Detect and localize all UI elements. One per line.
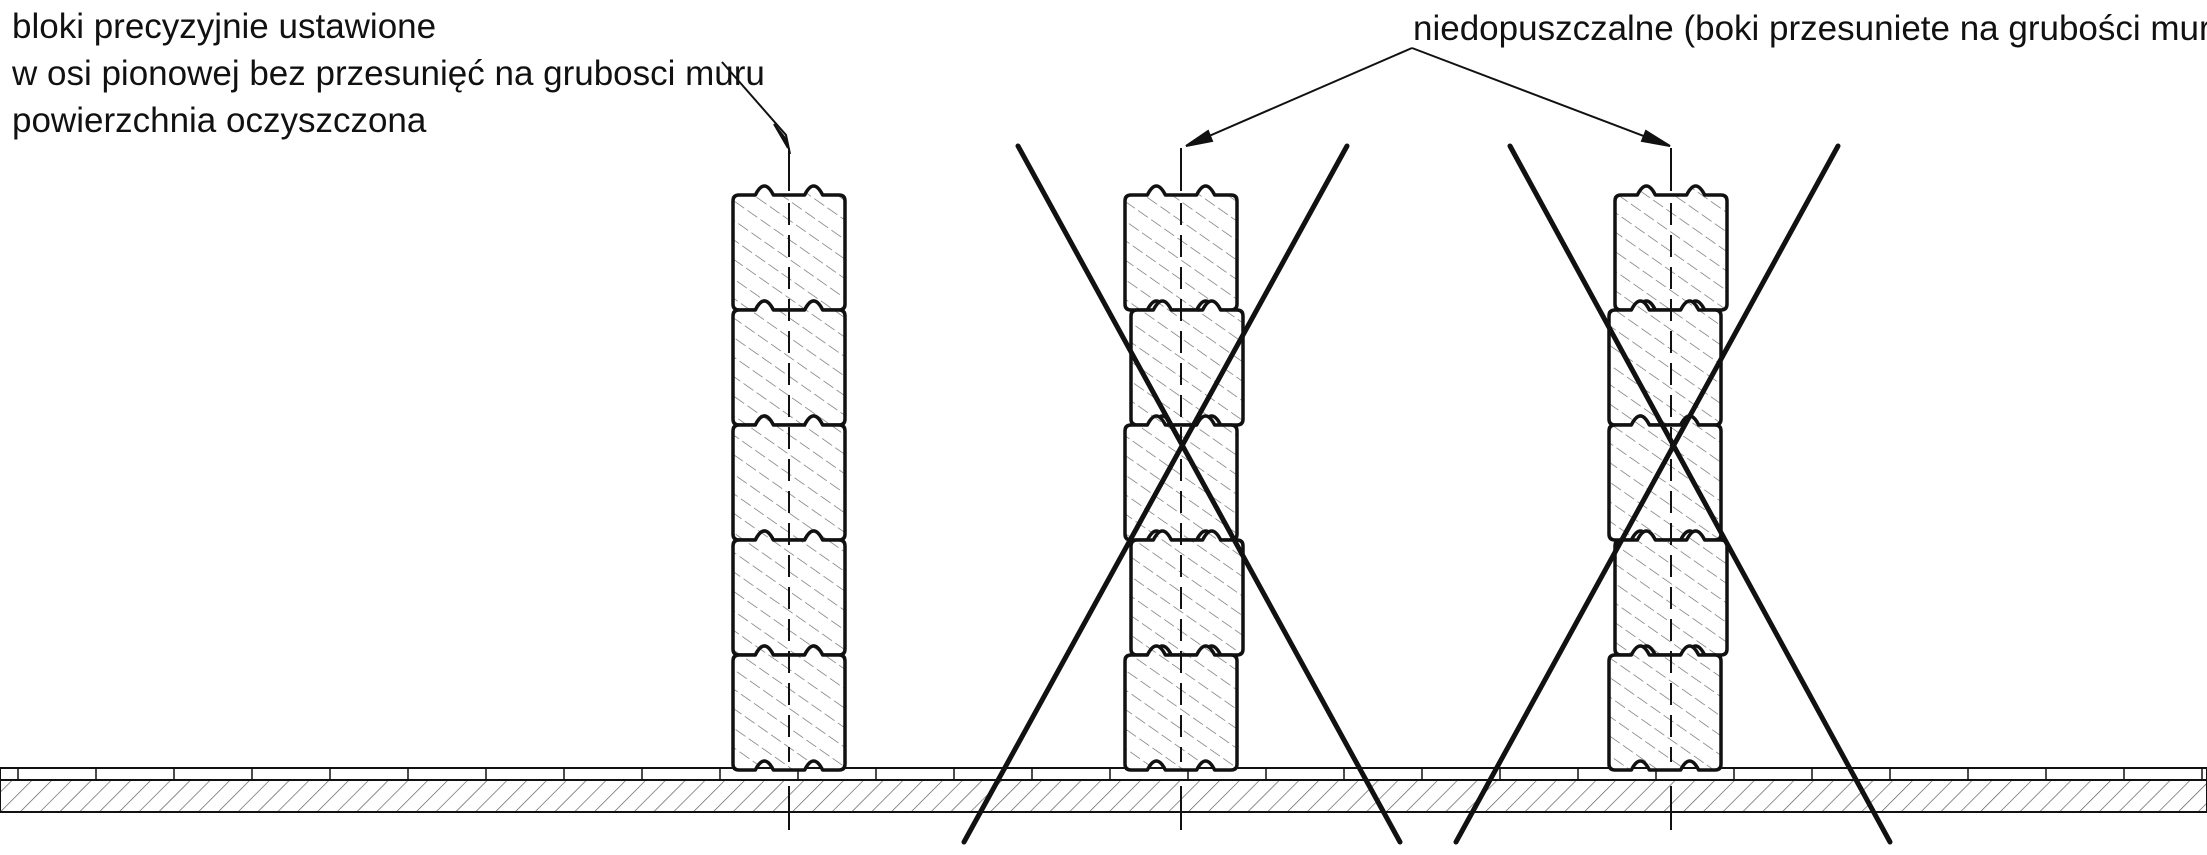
label-correct: bloki precyzyjnie ustawione w osi pionow… <box>11 7 765 140</box>
label-incorrect: niedopuszczalne (boki przesuniete na gru… <box>1413 9 2207 48</box>
column-incorrect-1 <box>1123 148 1245 830</box>
leader-incorrect <box>1185 47 1671 147</box>
column-incorrect-2 <box>1607 148 1729 830</box>
wall-block <box>1607 644 1723 772</box>
block-columns <box>731 148 1729 830</box>
foundation-joints <box>17 768 2203 780</box>
wall-block <box>731 644 847 772</box>
column-correct <box>731 148 847 830</box>
label-correct-line2: w osi pionowej bez przesunięć na grubosc… <box>11 54 765 93</box>
wall-block <box>1129 529 1245 657</box>
wall-block <box>1123 644 1239 772</box>
reject-cross-1 <box>961 143 1403 845</box>
label-correct-line1: bloki precyzyjnie ustawione <box>12 7 436 46</box>
leader-correct <box>721 61 791 155</box>
foundation <box>0 767 2207 813</box>
reject-cross-2 <box>1453 143 1893 845</box>
label-correct-line3: powierzchnia oczyszczona <box>12 101 427 140</box>
wall-block <box>1129 299 1245 427</box>
